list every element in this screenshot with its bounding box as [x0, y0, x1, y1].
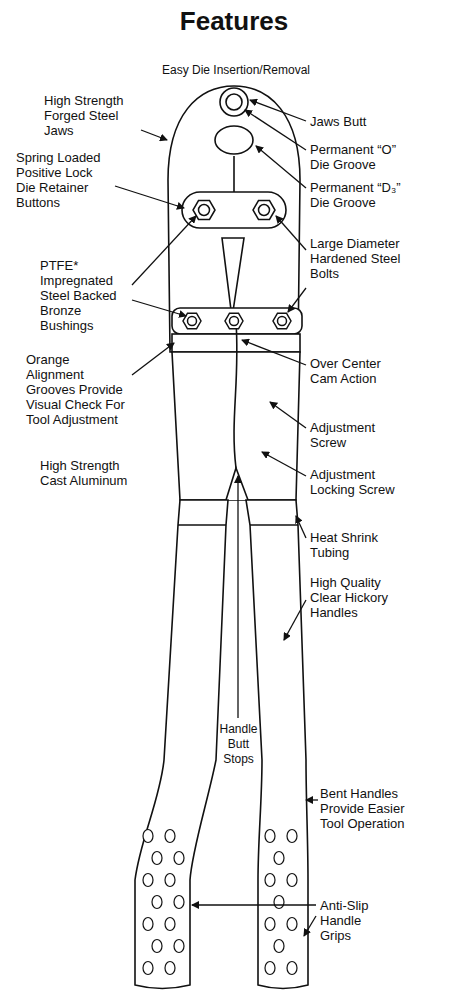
grip-hole: [174, 896, 184, 909]
callout-label: Large Diameter Hardened Steel Bolts: [310, 236, 420, 281]
hex-bolt: [193, 201, 215, 220]
grip-hole: [287, 918, 297, 931]
grip-hole: [165, 830, 175, 843]
grip-hole: [152, 896, 162, 909]
grip-hole: [174, 940, 184, 953]
grip-hole: [274, 852, 284, 865]
grip-hole: [165, 918, 175, 931]
bolt-center: [199, 205, 210, 216]
grip-hole: [274, 896, 284, 909]
grip-hole: [287, 962, 297, 975]
hex-bolt: [273, 313, 291, 329]
bolt-center: [278, 317, 287, 326]
callout-label: Bent Handles Provide Easier Tool Operati…: [320, 786, 430, 831]
callout-label: Adjustment Locking Screw: [310, 467, 415, 497]
grip-hole: [152, 852, 162, 865]
grip-hole: [143, 962, 153, 975]
callout-label: Permanent “O” Die Groove: [310, 142, 415, 172]
callout-label: Heat Shrink Tubing: [310, 530, 405, 560]
callout-label: Permanent “D₃” Die Groove: [310, 180, 415, 210]
grip-hole: [265, 874, 275, 887]
hex-bolt: [225, 313, 243, 329]
grip-hole: [265, 830, 275, 843]
callout-label: Spring Loaded Positive Lock Die Retainer…: [16, 150, 113, 210]
grip-hole: [165, 874, 175, 887]
grip-hole: [174, 852, 184, 865]
callout-label: Anti-Slip Handle Grips: [320, 898, 395, 943]
grip-hole: [143, 918, 153, 931]
grip-hole: [287, 874, 297, 887]
bolt-center: [230, 317, 239, 326]
grip-hole: [165, 962, 175, 975]
grip-hole: [143, 830, 153, 843]
callout-label: PTFE* Impregnated Steel Backed Bronze Bu…: [40, 258, 130, 333]
callout-label: Jaws Butt: [310, 114, 460, 129]
callout-label: Adjustment Screw: [310, 420, 405, 450]
grip-hole: [265, 962, 275, 975]
bolt-center: [259, 205, 270, 216]
grip-hole: [265, 918, 275, 931]
grip-hole: [287, 830, 297, 843]
bolt-center: [188, 317, 197, 326]
callout-label: Handle Butt Stops: [217, 722, 260, 767]
callout-label: Orange Alignment Grooves Provide Visual …: [26, 352, 130, 427]
callout-label: High Quality Clear Hickory Handles: [310, 575, 415, 620]
grip-hole: [274, 940, 284, 953]
callout-label: High Strength Forged Steel Jaws: [44, 93, 139, 138]
callout-label: Over Center Cam Action: [310, 356, 405, 386]
callout-label: High Strength Cast Aluminum: [40, 458, 140, 488]
grip-hole: [143, 874, 153, 887]
page-title: Features: [0, 6, 468, 37]
grip-hole: [152, 940, 162, 953]
callout-label: Easy Die Insertion/Removal: [2, 63, 468, 78]
hex-bolt: [253, 201, 275, 220]
